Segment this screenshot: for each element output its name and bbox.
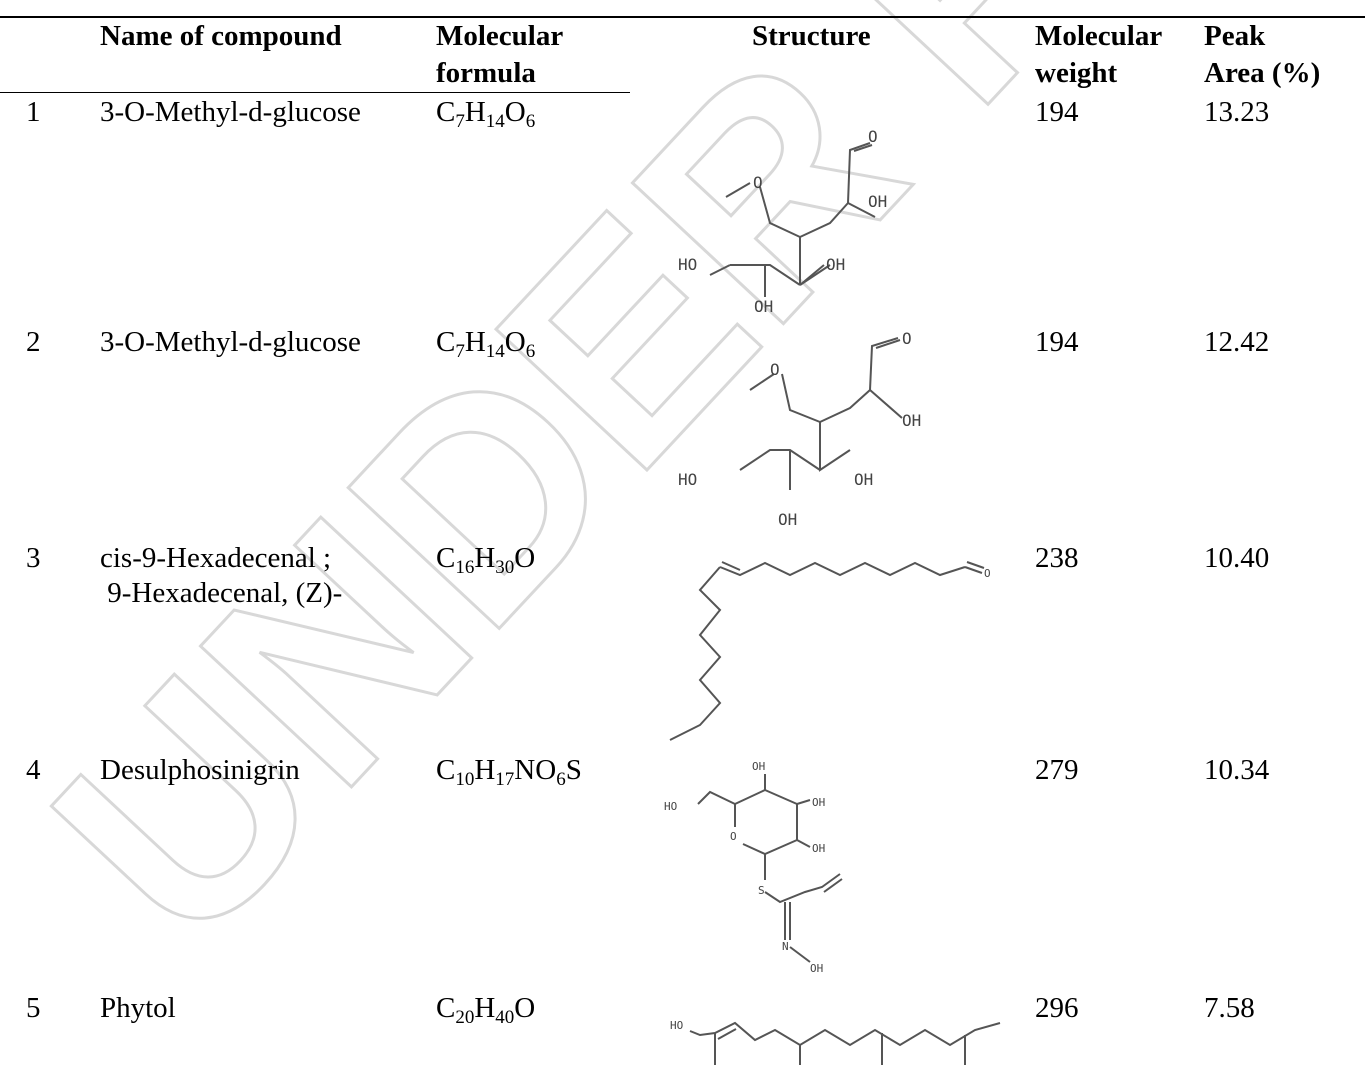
- row-4-label-oh-n: OH: [810, 962, 823, 975]
- row-2-label-oh1: OH: [902, 411, 921, 430]
- formula-subscript: 16: [455, 557, 475, 578]
- row-4-structure: OH HO OH O OH S N OH: [660, 752, 890, 982]
- row-2-structure: O O OH HO OH OH: [670, 329, 950, 530]
- header-weight-line2: weight: [1035, 57, 1118, 89]
- row-2-label-o: O: [902, 329, 912, 348]
- row-4-label-oh-right: OH: [812, 796, 825, 809]
- formula-element: C: [436, 542, 456, 574]
- formula-element: H: [474, 754, 496, 786]
- formula-subscript: 6: [556, 769, 566, 790]
- row-3-index: 3: [26, 542, 41, 574]
- formula-subscript: 14: [485, 111, 505, 132]
- row-3-structure: O: [669, 545, 1000, 745]
- formula-element: O: [514, 992, 536, 1024]
- row-5-index: 5: [26, 992, 41, 1024]
- header-peak-line1: Peak: [1204, 20, 1266, 52]
- header-formula-line1: Molecular: [436, 20, 564, 52]
- formula-element: H: [464, 96, 486, 128]
- formula-subscript: 10: [455, 769, 475, 790]
- row-4-label-n: N: [782, 940, 789, 953]
- table-top-rule: [0, 16, 1365, 18]
- formula-subscript: 17: [495, 769, 515, 790]
- formula-subscript: 7: [455, 111, 465, 132]
- header-weight-line1: Molecular: [1035, 20, 1163, 52]
- formula-element: NO: [514, 754, 557, 786]
- row-5-label-ho: HO: [670, 1019, 683, 1032]
- formula-element: C: [436, 96, 456, 128]
- formula-element: C: [436, 754, 456, 786]
- row-4-label-ho: HO: [664, 800, 677, 813]
- row-2-label-oh3: OH: [778, 510, 797, 529]
- row-5-peak-area: 7.58: [1204, 992, 1255, 1024]
- row-1-peak-area: 13.23: [1204, 96, 1270, 128]
- row-1-label-oh2: OH: [826, 255, 845, 274]
- row-1-weight: 194: [1035, 96, 1079, 128]
- formula-element: O: [504, 96, 526, 128]
- row-4-label-oh-low: OH: [812, 842, 825, 855]
- row-4-peak-area: 10.34: [1204, 754, 1270, 786]
- formula-subscript: 14: [485, 341, 505, 362]
- row-3-peak-area: 10.40: [1204, 542, 1270, 574]
- formula-subscript: 6: [525, 341, 536, 362]
- row-2-formula: C7H14O6: [436, 326, 535, 362]
- row-4-label-s: S: [758, 884, 765, 897]
- header-name: Name of compound: [100, 20, 342, 52]
- row-1-label-ho: HO: [678, 255, 697, 274]
- row-2-label-ho: HO: [678, 470, 697, 489]
- formula-element: H: [474, 992, 496, 1024]
- header-formula-line2: formula: [436, 57, 536, 89]
- row-4-label-o-ring: O: [730, 830, 737, 843]
- row-1-label-o: O: [868, 127, 878, 146]
- formula-element: C: [436, 992, 456, 1024]
- row-2-peak-area: 12.42: [1204, 326, 1270, 358]
- row-5-weight: 296: [1035, 992, 1079, 1024]
- row-4-formula: C10H17NO6S: [436, 754, 582, 790]
- row-5-formula: C20H40O: [436, 992, 536, 1028]
- row-3-name-line2: 9-Hexadecenal, (Z)-: [100, 577, 343, 609]
- row-5-name: Phytol: [100, 992, 176, 1024]
- header-structure: Structure: [752, 20, 871, 52]
- formula-element: H: [464, 326, 486, 358]
- row-1-structure: O O OH HO OH OH: [670, 125, 910, 320]
- row-3-weight: 238: [1035, 542, 1079, 574]
- table-header-rule: [0, 92, 630, 93]
- formula-subscript: 20: [455, 1007, 475, 1028]
- formula-subscript: 40: [495, 1007, 515, 1028]
- row-1-label-ome: O: [753, 173, 763, 192]
- header-peak-line2: Area (%): [1204, 57, 1321, 89]
- row-2-label-oh2: OH: [854, 470, 873, 489]
- row-2-index: 2: [26, 326, 41, 358]
- formula-element: C: [436, 326, 456, 358]
- row-3-name-line1: cis-9-Hexadecenal ;: [100, 542, 332, 574]
- row-2-weight: 194: [1035, 326, 1079, 358]
- row-1-label-oh1: OH: [868, 192, 887, 211]
- row-1-label-oh3: OH: [754, 297, 773, 316]
- formula-subscript: 6: [525, 111, 536, 132]
- row-1-formula: C7H14O6: [436, 96, 535, 132]
- row-1-index: 1: [26, 96, 41, 128]
- row-4-weight: 279: [1035, 754, 1079, 786]
- formula-element: O: [514, 542, 536, 574]
- row-4-label-oh-top: OH: [752, 760, 765, 773]
- row-4-index: 4: [26, 754, 41, 786]
- row-3-formula: C16H30O: [436, 542, 536, 578]
- formula-subscript: 30: [495, 557, 515, 578]
- formula-subscript: 7: [455, 341, 465, 362]
- row-5-structure: HO: [660, 1015, 1001, 1090]
- row-2-name: 3-O-Methyl-d-glucose: [100, 326, 361, 358]
- formula-element: H: [474, 542, 496, 574]
- row-2-label-ome: O: [770, 360, 780, 379]
- row-4-name: Desulphosinigrin: [100, 754, 300, 786]
- row-1-name: 3-O-Methyl-d-glucose: [100, 96, 361, 128]
- formula-element: O: [504, 326, 526, 358]
- formula-element: S: [565, 754, 582, 786]
- row-3-label-o: O: [984, 567, 991, 580]
